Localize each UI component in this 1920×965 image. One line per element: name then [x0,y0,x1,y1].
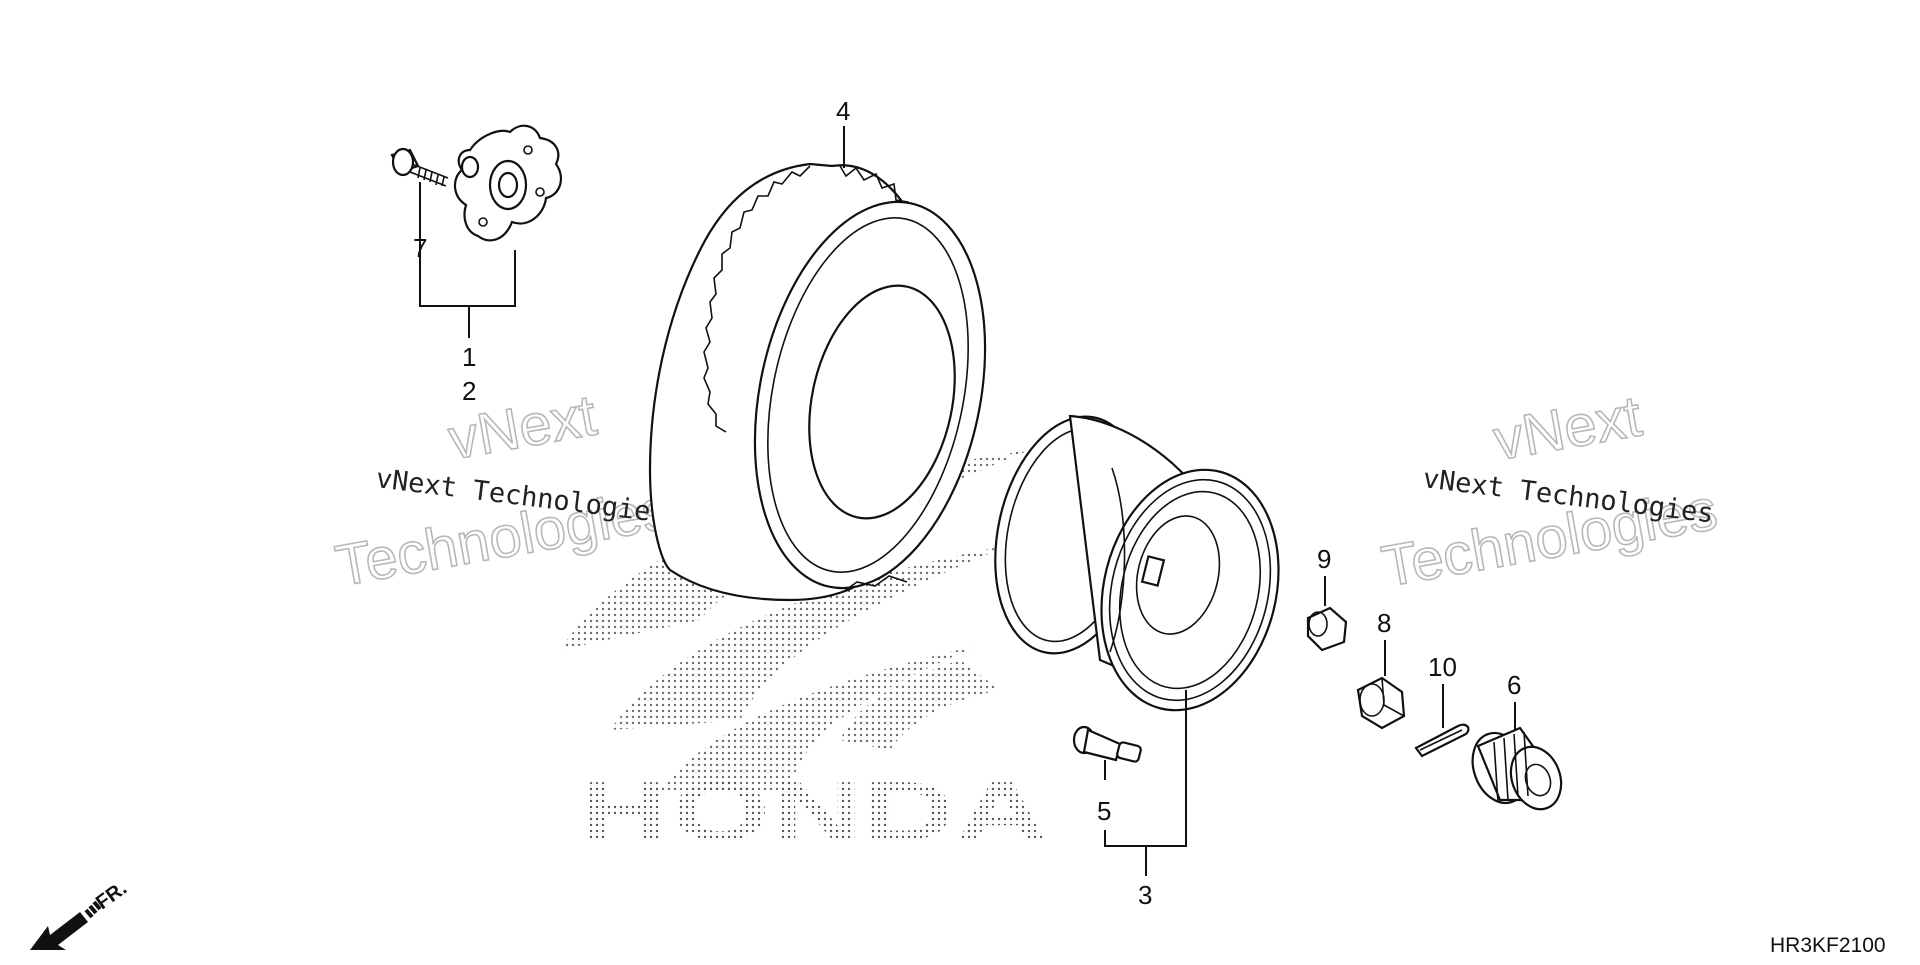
callout-6: 6 [1507,670,1521,700]
callout-3: 3 [1138,880,1152,910]
callout-5: 5 [1097,796,1111,826]
part-5-valve [1072,725,1142,763]
callout-10: 10 [1428,652,1457,682]
leader-lines [419,126,1516,876]
callout-9: 9 [1317,544,1331,574]
part-6-castle-nut [1471,726,1563,811]
part-8-nut [1356,676,1406,730]
front-direction-arrow-icon [30,900,102,950]
honda-logo-text: HONDA [578,764,1048,858]
callout-2: 2 [462,376,476,406]
part-9-cap [1306,606,1348,652]
diagram-code: HR3KF2100 [1770,934,1886,957]
callout-1: 1 [462,342,476,372]
callout-4: 4 [836,96,850,126]
part-4-tire [648,162,987,602]
part-7-bolt [390,147,449,187]
part-3-wheel [994,414,1280,712]
part-1-hub [453,124,563,242]
callout-7: 7 [413,233,427,263]
part-10-cotter-pin [1414,723,1470,758]
callout-8: 8 [1377,608,1391,638]
watermark-right-big-1: vNext [1489,383,1646,473]
